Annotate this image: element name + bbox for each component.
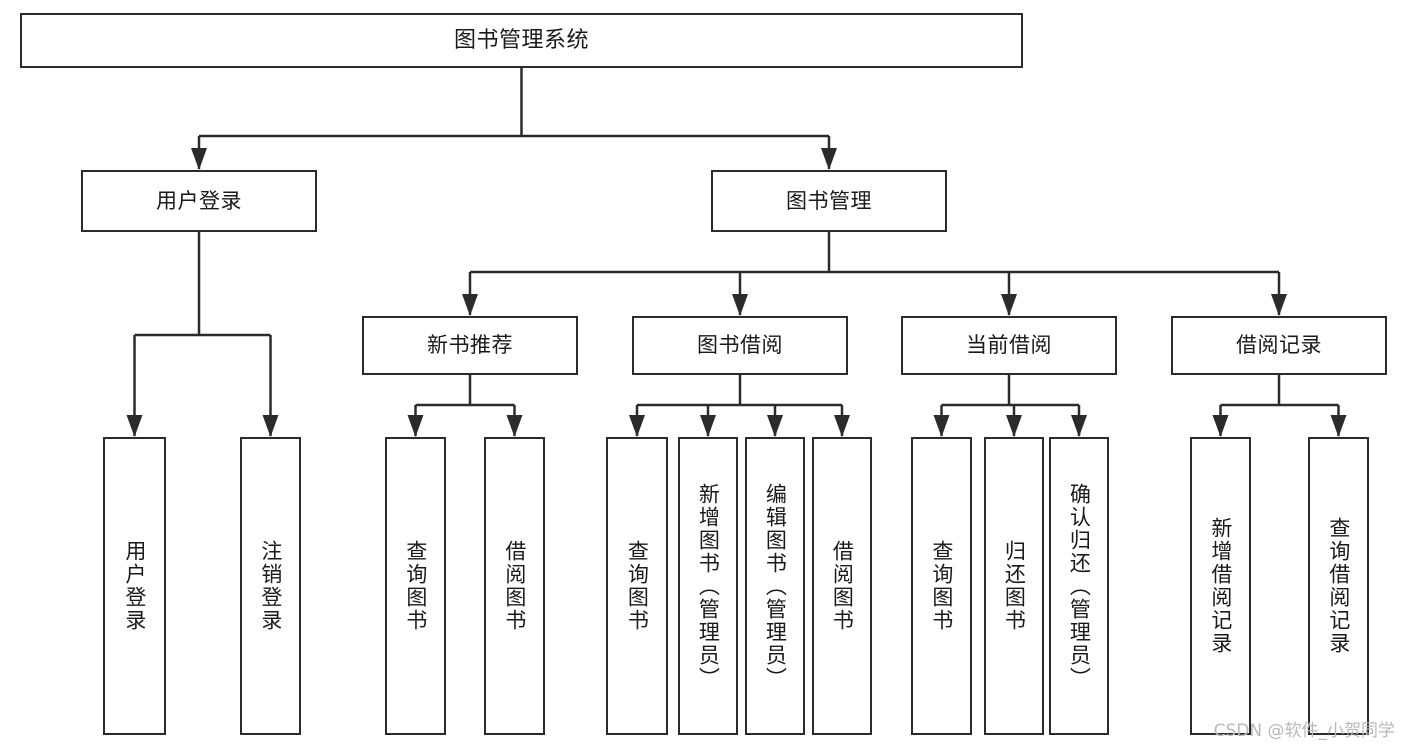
node-label: 借阅图书 bbox=[830, 540, 855, 632]
node-leaf-query-book-3[interactable]: 查询图书 bbox=[911, 437, 972, 735]
arrowhead-user-login bbox=[191, 148, 207, 170]
watermark-text: CSDN @软件_小贺同学 bbox=[1213, 721, 1395, 741]
arrowhead-new-book-rec bbox=[462, 294, 478, 316]
node-borrow-record[interactable]: 借阅记录 bbox=[1171, 316, 1387, 375]
arrowhead-leaf-query-book-3 bbox=[933, 415, 950, 437]
node-leaf-add-book[interactable]: 新增图书（管理员） bbox=[678, 437, 738, 735]
arrowhead-leaf-confirm-return bbox=[1071, 415, 1087, 437]
node-leaf-add-record[interactable]: 新增借阅记录 bbox=[1190, 437, 1251, 735]
arrowhead-leaf-add-book bbox=[700, 415, 716, 437]
node-leaf-query-record[interactable]: 查询借阅记录 bbox=[1308, 437, 1369, 735]
node-label: 新增图书（管理员） bbox=[696, 482, 721, 690]
node-user-login[interactable]: 用户登录 bbox=[81, 170, 317, 232]
node-label: 新增借阅记录 bbox=[1208, 517, 1233, 655]
node-leaf-query-book-1[interactable]: 查询图书 bbox=[385, 437, 446, 735]
node-label: 注销登录 bbox=[258, 540, 283, 632]
arrowhead-leaf-user-login bbox=[126, 415, 143, 437]
node-label: 借阅图书 bbox=[502, 540, 527, 632]
node-label: 用户登录 bbox=[122, 540, 147, 632]
arrowhead-book-borrow bbox=[732, 294, 748, 316]
node-book-manage[interactable]: 图书管理 bbox=[711, 170, 947, 232]
node-label: 图书管理系统 bbox=[453, 27, 589, 53]
node-label: 查询图书 bbox=[403, 540, 428, 632]
node-leaf-borrow-book-1[interactable]: 借阅图书 bbox=[484, 437, 545, 735]
arrowhead-leaf-query-book-1 bbox=[407, 415, 424, 437]
node-leaf-return-book[interactable]: 归还图书 bbox=[984, 437, 1044, 735]
node-new-book-rec[interactable]: 新书推荐 bbox=[362, 316, 578, 375]
node-label: 查询图书 bbox=[929, 540, 954, 632]
node-label: 当前借阅 bbox=[966, 333, 1052, 358]
node-current-borrow[interactable]: 当前借阅 bbox=[901, 316, 1117, 375]
node-label: 新书推荐 bbox=[427, 333, 513, 358]
node-label: 借阅记录 bbox=[1236, 333, 1322, 358]
arrowhead-leaf-query-book-2 bbox=[629, 415, 645, 437]
node-label: 图书借阅 bbox=[697, 333, 783, 358]
node-label: 确认归还（管理员） bbox=[1067, 482, 1092, 690]
node-label: 查询借阅记录 bbox=[1326, 517, 1351, 655]
arrowhead-leaf-query-record bbox=[1330, 415, 1347, 437]
node-label: 查询图书 bbox=[625, 540, 650, 632]
node-leaf-logout-login[interactable]: 注销登录 bbox=[240, 437, 301, 735]
node-root[interactable]: 图书管理系统 bbox=[20, 13, 1023, 68]
arrowhead-leaf-borrow-book-2 bbox=[834, 415, 850, 437]
arrowhead-leaf-edit-book bbox=[767, 415, 783, 437]
node-leaf-borrow-book-2[interactable]: 借阅图书 bbox=[812, 437, 872, 735]
node-book-borrow[interactable]: 图书借阅 bbox=[632, 316, 848, 375]
arrowhead-leaf-return-book bbox=[1006, 415, 1022, 437]
arrowhead-leaf-add-record bbox=[1212, 415, 1229, 437]
arrowhead-book-manage bbox=[821, 148, 837, 170]
node-label: 用户登录 bbox=[156, 188, 242, 213]
node-label: 归还图书 bbox=[1002, 540, 1027, 632]
node-leaf-query-book-2[interactable]: 查询图书 bbox=[606, 437, 668, 735]
node-label: 编辑图书（管理员） bbox=[763, 482, 788, 690]
arrowhead-borrow-record bbox=[1271, 294, 1287, 316]
arrowhead-leaf-logout-login bbox=[262, 415, 279, 437]
node-leaf-user-login[interactable]: 用户登录 bbox=[103, 437, 166, 735]
arrowhead-current-borrow bbox=[1001, 294, 1017, 316]
arrowhead-leaf-borrow-book-1 bbox=[506, 415, 523, 437]
node-leaf-edit-book[interactable]: 编辑图书（管理员） bbox=[745, 437, 805, 735]
node-leaf-confirm-return[interactable]: 确认归还（管理员） bbox=[1049, 437, 1109, 735]
node-label: 图书管理 bbox=[786, 188, 872, 213]
